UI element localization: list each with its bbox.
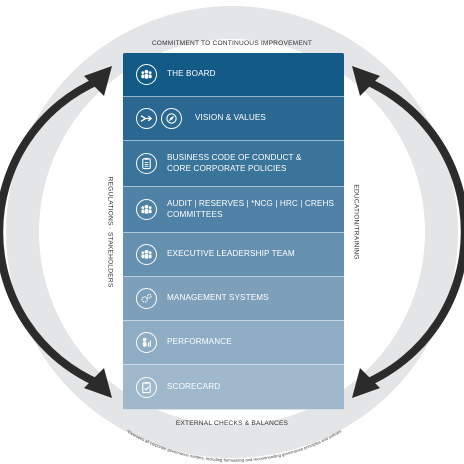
compass-icon [161, 108, 182, 129]
layer-the-board: THE BOARD [123, 53, 344, 97]
layer-icons [136, 199, 161, 220]
layer-icons [136, 332, 161, 353]
layer-management-systems: MANAGEMENT SYSTEMS [123, 277, 344, 321]
layer-icons [136, 108, 186, 129]
clipboard-check-icon [136, 376, 157, 398]
left-arrowhead-bottom [84, 368, 112, 398]
right-arrowhead-bottom [352, 368, 380, 398]
layer-icons [136, 288, 161, 309]
layer-label: VISION & VALUES [195, 113, 266, 123]
left-cycle-arrow [0, 76, 102, 388]
right-cycle-arrow [362, 76, 464, 388]
right-side-label: EDUCATION/TRAINING [352, 184, 360, 260]
layer-icons [136, 244, 161, 265]
layer-scorecard: SCORECARD [123, 365, 344, 410]
layer-icons [136, 153, 161, 174]
layer-icons [136, 64, 161, 85]
people-icon [136, 244, 157, 265]
governance-stack: THE BOARD VISION & VALUES BUSINESS CODE OF… [123, 53, 344, 410]
layer-label: EXECUTIVE LEADERSHIP TEAM [167, 249, 295, 259]
person-chart-icon [136, 332, 157, 353]
layer-label: SCORECARD [167, 381, 221, 391]
layer-audit-reserves-ncg-hrc-crehs: AUDIT | RESERVES | *NCG | HRC | CREHS CO… [123, 187, 344, 233]
top-label: COMMITMENT TO CONTINUOUS IMPROVEMENT [151, 40, 313, 47]
layer-performance: PERFORMANCE [123, 321, 344, 365]
layer-label: THE BOARD [167, 69, 216, 79]
left-side-label: REGULATIONS · STAKEHOLDERS [106, 176, 114, 288]
layer-vision-values: VISION & VALUES [123, 97, 344, 141]
right-arrowhead-top [352, 66, 380, 96]
layer-business-code-of-conduct: BUSINESS CODE OF CONDUCT & CORE CORPORAT… [123, 141, 344, 187]
layer-label: BUSINESS CODE OF CONDUCT & CORE CORPORAT… [167, 153, 302, 173]
layer-label: MANAGEMENT SYSTEMS [167, 293, 269, 303]
layer-icons [136, 376, 161, 398]
bottom-label: EXTERNAL CHECKS & BALANCES [175, 420, 289, 427]
layer-label: AUDIT | RESERVES | *NCG | HRC | CREHS CO… [167, 199, 335, 219]
people-icon [136, 199, 157, 220]
clipboard-list-icon [136, 153, 157, 174]
people-icon [136, 64, 157, 85]
merge-arrows-icon [136, 108, 157, 129]
left-arrowhead-top [84, 66, 112, 96]
layer-executive-leadership-team: EXECUTIVE LEADERSHIP TEAM [123, 233, 344, 277]
layer-label: PERFORMANCE [167, 337, 232, 347]
gears-icon [136, 288, 157, 309]
